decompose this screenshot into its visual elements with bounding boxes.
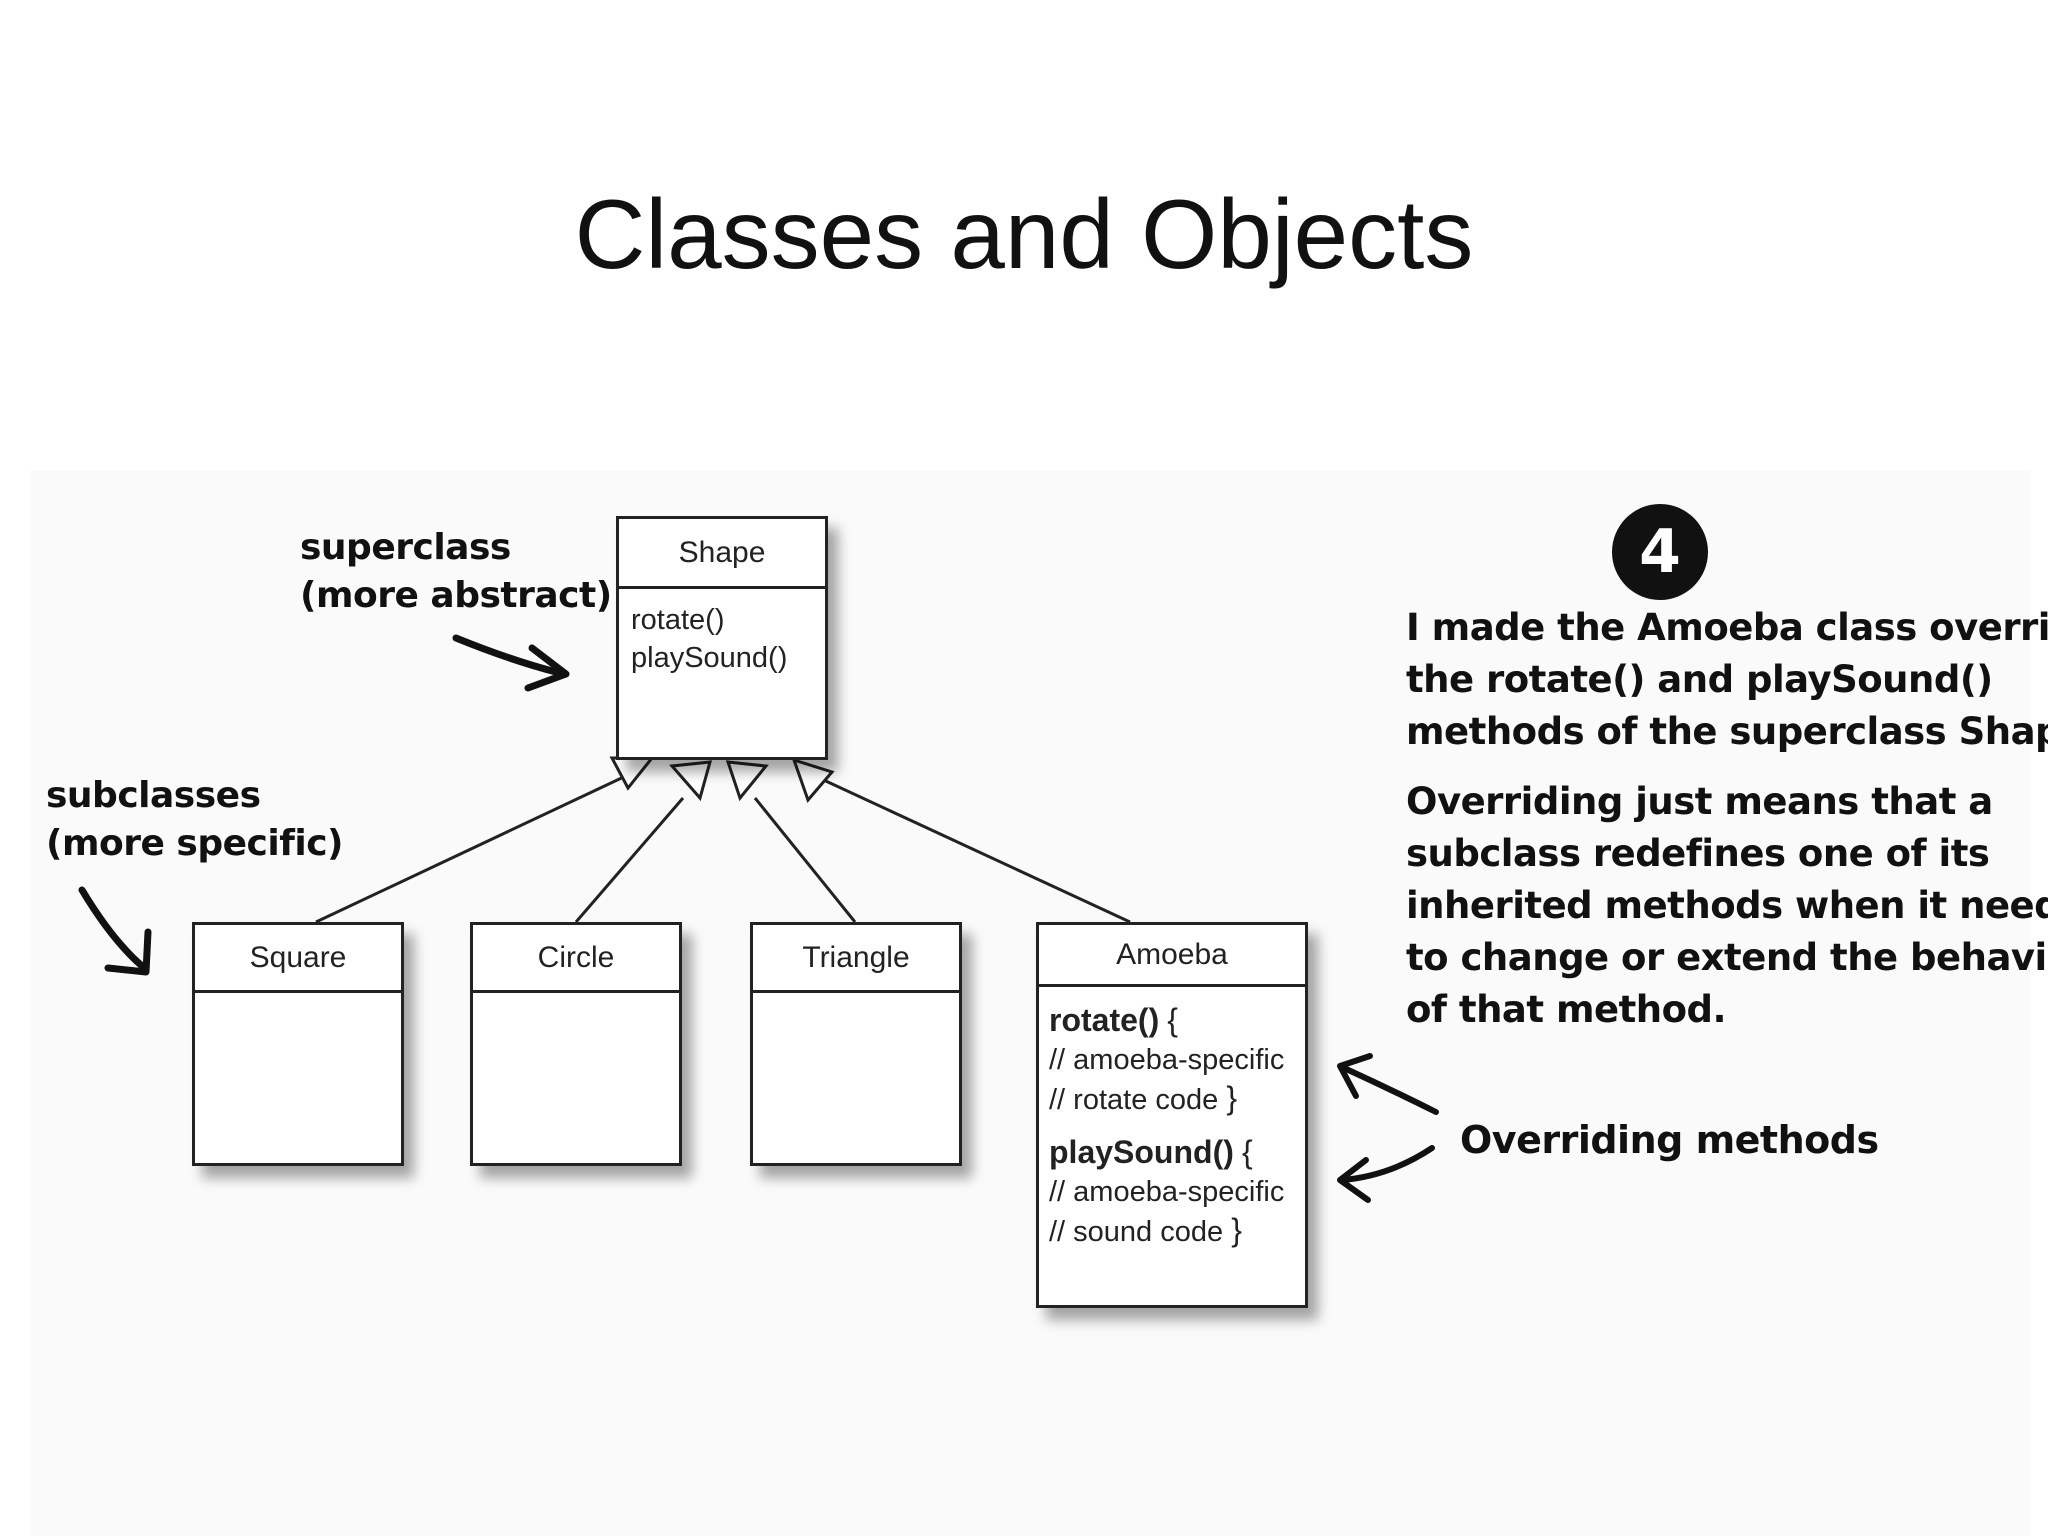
explanation-line: methods of the superclass Shape. [1406,710,2048,753]
shape-method: playSound() [631,642,788,674]
inheritance-arrowhead-circle [668,760,713,802]
playsound-method-name: playSound() [1049,1134,1234,1170]
open-brace: { [1167,1002,1178,1038]
inheritance-line-square [315,772,631,924]
square-class-box: Square [192,922,404,1166]
inheritance-arrowhead-square [609,756,656,791]
subclass-note: subclasses (more specific) [46,772,344,868]
shape-class-name: Shape [619,519,825,589]
superclass-note-line: (more abstract) [300,575,612,616]
shape-method: rotate() [631,604,725,636]
shape-method-list: rotate() playSound() [619,589,825,689]
amoeba-class-box: Amoeba rotate() { // amoeba-specific // … [1036,922,1308,1308]
circle-class-name: Circle [473,925,679,993]
explanation-line: I made the Amoeba class override [1406,606,2048,649]
code-comment-closing: // sound code } [1049,1211,1295,1251]
explanation-text: I made the Amoeba class override the rot… [1406,602,2048,1036]
slide-title: Classes and Objects [574,179,1474,289]
explanation-line: Overriding just means that a [1406,780,1993,823]
amoeba-method-list: rotate() { // amoeba-specific // rotate … [1039,987,1305,1265]
superclass-note: superclass (more abstract) [300,524,612,620]
superclass-arrow-head [524,644,570,692]
amoeba-playsound-header: playSound() { [1049,1133,1295,1173]
override-arrow-playsound [1339,1145,1435,1183]
explanation-line: of that method. [1406,988,1727,1031]
inheritance-arrowhead-triangle [725,760,769,802]
subclass-note-line: (more specific) [46,823,344,864]
code-comment: // sound code [1049,1216,1224,1248]
inheritance-line-triangle [753,797,857,923]
square-class-name: Square [195,925,401,993]
code-comment: // rotate code [1049,1084,1219,1116]
explanation-line: to change or extend the behavior [1406,936,2048,979]
step-number-badge: 4 [1612,504,1708,600]
override-arrow-rotate-head [1337,1053,1373,1099]
rotate-method-name: rotate() [1049,1002,1160,1038]
override-arrow-playsound-head [1337,1157,1371,1203]
subclass-arrow-head [104,928,152,976]
triangle-class-name: Triangle [753,925,959,993]
explanation-line: subclass redefines one of its [1406,832,1990,875]
subclass-note-line: subclasses [46,775,261,816]
inheritance-line-circle [574,797,685,923]
superclass-arrow [452,634,560,676]
shape-class-box: Shape rotate() playSound() [616,516,828,760]
subclass-arrow [78,886,146,970]
superclass-note-line: superclass [300,527,511,568]
open-brace: { [1241,1134,1253,1170]
amoeba-class-name: Amoeba [1039,925,1305,987]
inheritance-arrowhead-amoeba [791,757,835,803]
amoeba-rotate-header: rotate() { [1049,1001,1295,1041]
code-comment: // amoeba-specific [1049,1044,1285,1076]
circle-class-box: Circle [470,922,682,1166]
explanation-line: the rotate() and playSound() [1406,658,1993,701]
triangle-class-box: Triangle [750,922,962,1166]
code-comment-closing: // rotate code } [1049,1079,1295,1119]
code-comment: // amoeba-specific [1049,1176,1285,1208]
override-arrow-rotate [1341,1065,1439,1115]
inheritance-line-amoeba [814,774,1131,924]
close-brace: } [1231,1212,1242,1248]
close-brace: } [1226,1080,1238,1116]
overriding-methods-label: Overriding methods [1460,1118,1879,1162]
explanation-line: inherited methods when it needs [1406,884,2048,927]
